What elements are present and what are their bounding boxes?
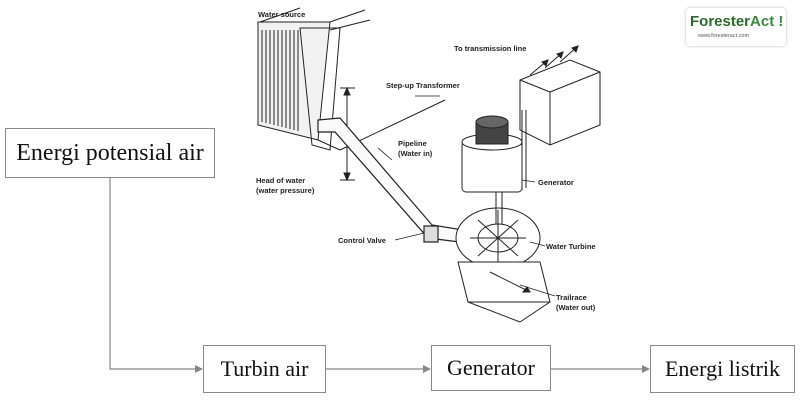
label-pipeline: Pipeline [398,139,427,148]
foresteract-logo: ForesterAct ! www.foresteract.com [686,8,786,46]
transformer [519,45,601,190]
label-control-valve: Control Valve [338,236,386,245]
logo-brand-main: Forester [690,13,751,30]
label-generator: Generator [538,178,574,187]
logo-brand-accent: Act ! [750,13,784,30]
box-turbin-air: Turbin air [203,345,326,393]
box-energi-potensial-air: Energi potensial air [5,128,215,178]
box-generator: Generator [431,345,551,391]
label-tailrace: Trailrace [556,293,587,302]
label-head-of-water: Head of water [256,176,305,185]
label-transmission-line: To transmission line [454,44,526,53]
arrow-potential-to-turbine [109,178,197,370]
water-turbine [455,190,541,269]
label-head-of-water-sub: (water pressure) [256,186,315,195]
label-water-source: Water source [258,10,305,19]
label-pipeline-sub: (Water in) [398,149,433,158]
label-water-turbine: Water Turbine [546,242,596,251]
tailrace [457,261,551,323]
label-step-up-transformer: Step-up Transformer [386,81,460,90]
dam-structure [257,7,446,151]
box-energi-listrik: Energi listrik [650,345,795,393]
generator-unit [461,115,523,193]
logo-url: www.foresteract.com [698,33,750,39]
logo-brand: ForesterAct ! [690,13,783,30]
label-tailrace-sub: (Water out) [556,303,596,312]
